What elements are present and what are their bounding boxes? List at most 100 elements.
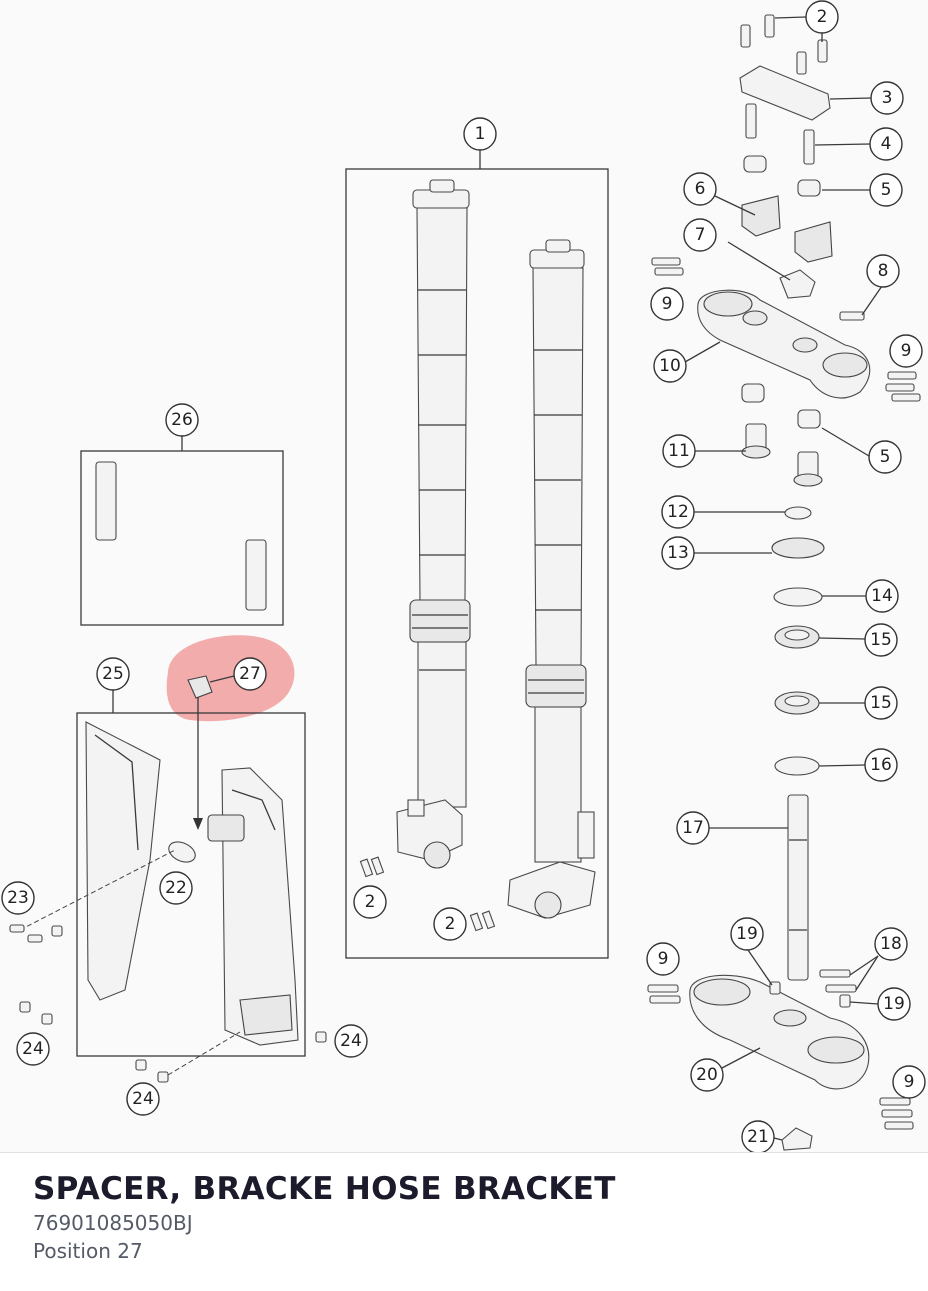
screws-19[interactable] — [769, 981, 851, 1008]
part-number: 76901085050BJ — [33, 1211, 193, 1235]
svg-text:8: 8 — [878, 261, 889, 281]
fork-group-box — [345, 168, 609, 959]
callout-5-lower[interactable]: 5 — [868, 440, 902, 474]
bolt-group-left[interactable] — [359, 856, 385, 878]
callout-10[interactable]: 10 — [653, 349, 687, 383]
svg-text:3: 3 — [882, 88, 893, 108]
callout-15-lower[interactable]: 15 — [864, 686, 898, 720]
svg-text:19: 19 — [883, 994, 905, 1014]
screws-18[interactable] — [819, 969, 857, 993]
svg-text:9: 9 — [662, 294, 673, 314]
callout-22[interactable]: 22 — [159, 871, 193, 905]
callout-24-bottom[interactable]: 24 — [126, 1082, 160, 1116]
handlebar-mount-6[interactable] — [741, 195, 833, 263]
callout-2-fork-left[interactable]: 2 — [353, 885, 387, 919]
callout-12[interactable]: 12 — [661, 495, 695, 529]
nut-21[interactable] — [781, 1127, 813, 1151]
callout-5-upper[interactable]: 5 — [869, 173, 903, 207]
callout-18[interactable]: 18 — [874, 927, 908, 961]
hose-clip-22[interactable] — [166, 838, 199, 866]
callout-24-left[interactable]: 24 — [16, 1032, 50, 1066]
seal-14[interactable] — [773, 587, 823, 607]
fork-guard-right[interactable] — [221, 767, 299, 1046]
screws-9-right[interactable] — [885, 371, 921, 402]
callout-9-lower-right[interactable]: 9 — [892, 1065, 926, 1099]
callout-9-upper-right[interactable]: 9 — [889, 334, 923, 368]
callout-20[interactable]: 20 — [690, 1058, 724, 1092]
callout-24-right[interactable]: 24 — [334, 1024, 368, 1058]
callout-4[interactable]: 4 — [869, 127, 903, 161]
svg-text:22: 22 — [165, 878, 187, 898]
svg-text:13: 13 — [667, 543, 689, 563]
guard-pad-left[interactable] — [95, 461, 117, 541]
screws-9-lower-left[interactable] — [647, 984, 681, 1004]
callout-23[interactable]: 23 — [1, 881, 35, 915]
seal-16[interactable] — [774, 756, 820, 776]
callout-8[interactable]: 8 — [866, 254, 900, 288]
svg-text:6: 6 — [695, 179, 706, 199]
nut-7[interactable] — [779, 269, 816, 299]
bearing-15-lower[interactable] — [774, 691, 820, 715]
svg-text:16: 16 — [870, 755, 892, 775]
callout-16[interactable]: 16 — [864, 748, 898, 782]
callout-9-lower-left[interactable]: 9 — [646, 942, 680, 976]
svg-text:5: 5 — [881, 180, 892, 200]
bearing-15-upper[interactable] — [774, 625, 820, 649]
callout-26[interactable]: 26 — [165, 403, 199, 437]
svg-text:1: 1 — [475, 124, 486, 144]
svg-text:11: 11 — [668, 441, 690, 461]
bushings-5-top[interactable] — [743, 155, 821, 197]
upper-triple-clamp-10[interactable] — [697, 289, 871, 399]
svg-text:9: 9 — [901, 341, 912, 361]
svg-text:21: 21 — [747, 1127, 769, 1147]
screws-23[interactable] — [9, 924, 63, 943]
fork-guard-box — [76, 712, 306, 1057]
svg-text:25: 25 — [102, 664, 124, 684]
callout-21[interactable]: 21 — [741, 1120, 775, 1152]
steering-stem-17[interactable] — [787, 794, 809, 981]
callout-6[interactable]: 6 — [683, 172, 717, 206]
lower-triple-clamp-20[interactable] — [689, 974, 870, 1090]
bushings-5-lower[interactable] — [741, 383, 821, 429]
callout-11[interactable]: 11 — [662, 434, 696, 468]
screws-24[interactable] — [19, 1001, 327, 1083]
bushing-11[interactable] — [741, 423, 823, 487]
guard-pad-right[interactable] — [245, 539, 267, 611]
callout-15-upper[interactable]: 15 — [864, 623, 898, 657]
svg-text:2: 2 — [817, 7, 828, 27]
callout-3[interactable]: 3 — [870, 81, 904, 115]
callout-14[interactable]: 14 — [865, 579, 899, 613]
svg-text:7: 7 — [695, 225, 706, 245]
svg-text:17: 17 — [682, 818, 704, 838]
callout-9-upper-left[interactable]: 9 — [650, 287, 684, 321]
svg-text:20: 20 — [696, 1065, 718, 1085]
clamp-bolts-4[interactable] — [745, 103, 815, 165]
callout-2-top[interactable]: 2 — [805, 0, 839, 34]
cover-13[interactable] — [771, 537, 825, 559]
screws-9-upper[interactable] — [651, 257, 684, 276]
ring-12[interactable] — [784, 506, 812, 520]
svg-text:23: 23 — [7, 888, 29, 908]
top-screws-2[interactable] — [740, 14, 828, 75]
fork-leg-right[interactable] — [507, 239, 596, 919]
svg-text:2: 2 — [445, 914, 456, 934]
svg-text:4: 4 — [881, 134, 892, 154]
hose-bracket[interactable] — [207, 814, 245, 842]
spacer-27[interactable] — [187, 675, 213, 830]
callout-17[interactable]: 17 — [676, 811, 710, 845]
callout-1[interactable]: 1 — [463, 117, 497, 151]
bolt-group-right[interactable] — [469, 910, 496, 932]
callout-7[interactable]: 7 — [683, 218, 717, 252]
callout-27-selected[interactable]: 27 — [233, 657, 267, 691]
fork-guard-left[interactable] — [85, 721, 161, 1001]
callout-2-fork-right[interactable]: 2 — [433, 907, 467, 941]
svg-text:2: 2 — [365, 892, 376, 912]
callout-19-left[interactable]: 19 — [730, 917, 764, 951]
screws-9-lower-right[interactable] — [879, 1097, 914, 1130]
callout-19-right[interactable]: 19 — [877, 987, 911, 1021]
callout-13[interactable]: 13 — [661, 536, 695, 570]
handlebar-clamp-3[interactable] — [739, 65, 831, 121]
callout-25[interactable]: 25 — [96, 657, 130, 691]
screw-8[interactable] — [839, 311, 865, 321]
fork-leg-left[interactable] — [396, 179, 471, 869]
